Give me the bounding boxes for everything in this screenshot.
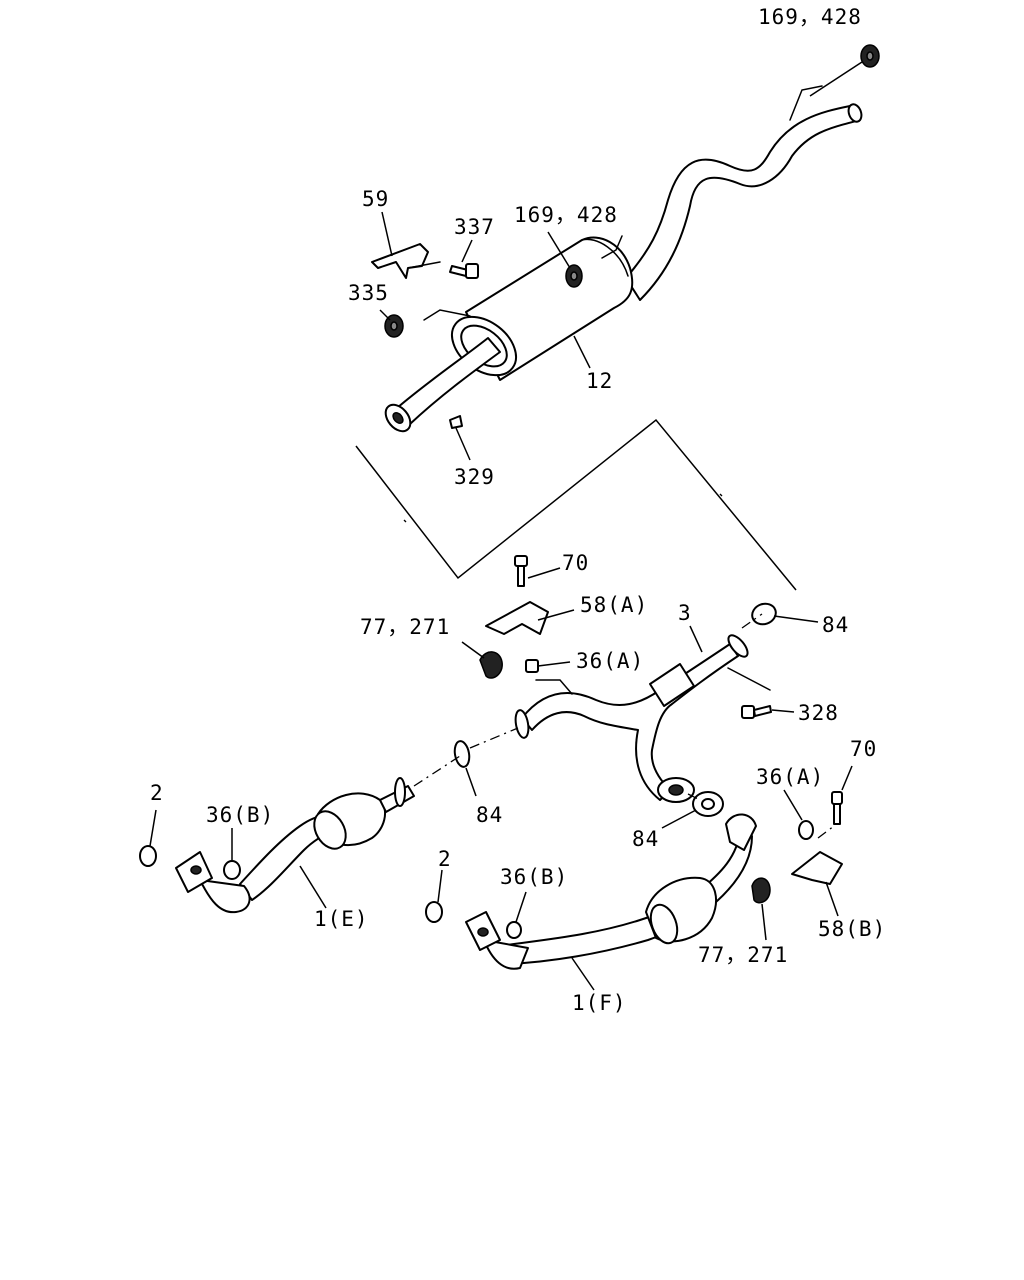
muffler-hanger-rubber — [565, 264, 583, 288]
callout-bracket-58a: 58(A) — [580, 593, 648, 617]
tail-pipe — [625, 85, 863, 301]
gasket-84-right — [751, 602, 777, 626]
callout-bolt-70-right: 70 — [850, 737, 877, 761]
callout-bracket-58b: 58(B) — [818, 917, 886, 941]
callout-gasket-84-mid: 84 — [632, 827, 659, 851]
cat-pipe-1f — [465, 813, 757, 970]
callout-insulator-77-right: 77，271 — [698, 943, 788, 967]
callout-pipe-1f: 1(F) — [572, 991, 627, 1015]
callout-rear-hanger-rubber: 169，428 — [758, 5, 862, 29]
bolt-70-right — [831, 791, 843, 825]
bracket-58b — [791, 851, 843, 885]
bolt-337 — [449, 263, 479, 279]
bolt-328 — [741, 705, 772, 719]
callout-bolt-337: 337 — [454, 215, 495, 239]
callout-bolt-328: 328 — [798, 701, 839, 725]
callout-nut-36b-left: 36(B) — [206, 803, 274, 827]
bolt-70-top — [514, 555, 528, 587]
callout-ring-2-left: 2 — [150, 781, 164, 805]
cat-pipe-1e — [175, 777, 415, 914]
callout-gasket-84-left: 84 — [476, 803, 503, 827]
callout-muffler-hanger-rubber: 169，428 — [514, 203, 618, 227]
insulator-77-left — [479, 651, 503, 679]
front-pipe-3 — [514, 634, 771, 803]
callout-bolt-70-top: 70 — [562, 551, 589, 575]
callout-rubber-335: 335 — [348, 281, 389, 305]
bracket-58a — [485, 601, 549, 635]
nut-36a-left — [525, 659, 539, 673]
assembly-lines — [355, 418, 835, 839]
gasket-84-mid — [692, 791, 724, 817]
callout-muffler-12: 12 — [586, 369, 613, 393]
bracket-59 — [371, 243, 441, 279]
callout-labels: 169，428 169，428 59 337 335 12 329 70 58(… — [150, 5, 886, 1015]
callout-gasket-84-right: 84 — [822, 613, 849, 637]
callout-nut-36a-left: 36(A) — [576, 649, 644, 673]
o-ring-2-right — [425, 901, 443, 923]
clip-329 — [449, 415, 463, 429]
nut-36a-right — [798, 820, 814, 840]
callout-nut-36a-right: 36(A) — [756, 765, 824, 789]
nut-36b-right — [506, 921, 522, 939]
rear-hanger-rubber — [860, 44, 880, 68]
callout-pipe-3: 3 — [678, 601, 692, 625]
muffler — [384, 235, 634, 433]
gasket-84-left — [453, 740, 471, 768]
callout-clip-329: 329 — [454, 465, 495, 489]
leader-lines — [149, 61, 863, 991]
nut-36b-left — [223, 860, 241, 880]
callout-pipe-1e: 1(E) — [314, 907, 369, 931]
callout-nut-36b-right: 36(B) — [500, 865, 568, 889]
insulator-77-right — [751, 877, 771, 904]
callout-insulator-77-left: 77，271 — [360, 615, 450, 639]
callout-ring-2-right: 2 — [438, 847, 452, 871]
o-ring-2-left — [139, 845, 157, 867]
callout-bracket-59: 59 — [362, 187, 389, 211]
